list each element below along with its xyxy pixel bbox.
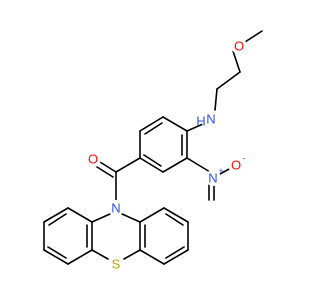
atom-methoxy-oxygen: O xyxy=(234,39,244,54)
bond-methyl-o xyxy=(244,30,263,43)
bond-right-ring-1 xyxy=(139,207,165,223)
bond-pt-s-left xyxy=(91,249,109,260)
bond-ring-inner-3 xyxy=(144,122,163,135)
bond-ring-c3-c4 xyxy=(139,157,164,173)
nitro-nitrogen-charge: + xyxy=(218,166,223,176)
bond-left-ring-5 xyxy=(67,249,93,265)
atom-phenothiazine-nitrogen: N xyxy=(111,201,120,216)
bond-right-ring-4 xyxy=(163,249,189,265)
atom-nitro-nitrogen: N xyxy=(208,171,217,186)
bond-ring-carbonyl xyxy=(115,157,141,173)
bond-right-ring-2 xyxy=(163,207,189,223)
atom-nitro-oxygen: O xyxy=(231,158,241,173)
bond-right-ring-inner-3 xyxy=(165,246,185,259)
bond-carbonyl-o-2 xyxy=(96,166,114,178)
atom-amine-hydrogen: H xyxy=(196,114,205,129)
atom-carbonyl-oxygen: O xyxy=(88,152,98,167)
bond-carbonyl-o xyxy=(99,161,117,173)
bond-ring-nitro-n xyxy=(186,157,211,173)
bond-left-ring-inner-3 xyxy=(47,246,67,259)
atom-amine-nitrogen: N xyxy=(206,112,215,127)
bond-ring-c2-c3 xyxy=(162,157,188,173)
bond-right-ring-5 xyxy=(139,249,165,265)
bond-left-ring-4 xyxy=(43,249,69,265)
bond-right-ring-inner-2 xyxy=(165,213,184,226)
bond-left-ring-2 xyxy=(43,207,69,223)
structure-diagram: O N H N + O - O N S xyxy=(43,30,263,272)
bond-pt-n-left xyxy=(91,213,111,223)
bond-left-ring-1 xyxy=(67,207,93,223)
bond-ring-c5-c6 xyxy=(139,116,164,132)
molecule-canvas: O N H N + O - O N S xyxy=(43,30,263,272)
bond-ring-c6-c1 xyxy=(162,116,188,132)
bond-pt-s-right xyxy=(123,249,141,260)
bond-o-ch2 xyxy=(232,50,241,73)
bond-ring-inner-2 xyxy=(143,154,162,167)
bond-n-ring xyxy=(186,123,204,132)
atom-phenothiazine-sulfur: S xyxy=(112,257,121,272)
bond-ch2-n xyxy=(214,88,218,111)
bond-pt-n-right xyxy=(121,213,141,223)
bond-ch2-ch2 xyxy=(216,71,241,90)
nitro-oxygen-charge: - xyxy=(243,153,246,163)
bond-left-ring-inner-2 xyxy=(48,213,67,226)
